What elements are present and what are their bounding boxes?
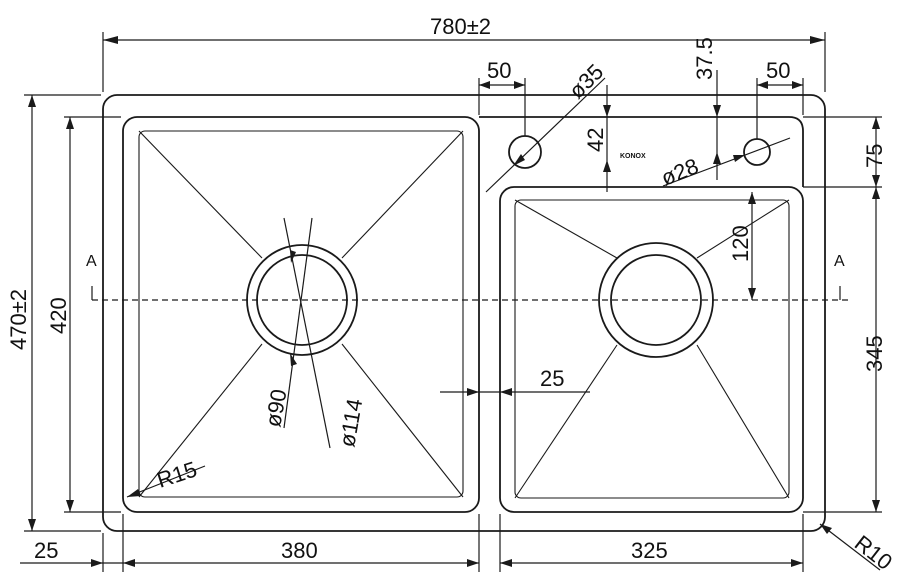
left-bowl-width-label: 380: [281, 538, 318, 563]
tap-hole-right: [743, 138, 771, 166]
drain-outer-label: ø114: [334, 397, 367, 449]
overall-width-label: 780±2: [430, 14, 491, 39]
dim-overall-height: 470±2: [6, 94, 101, 532]
sink-outline: [102, 94, 826, 532]
tap-hole-left: [508, 135, 542, 169]
brand-logo: KONOX: [620, 153, 646, 160]
dim-hole-diameter-small: ø28: [658, 137, 791, 191]
dim-drain-diameters: ø90 ø114: [260, 217, 367, 449]
dim-corner-radius-outer: R10: [819, 523, 897, 575]
dim-right-lower: 345: [803, 187, 887, 513]
section-marker-right: A: [834, 253, 845, 270]
right-drain-offset-label: 120: [728, 225, 753, 262]
hole-diameter-large-label: ø35: [564, 59, 608, 103]
right-bowl-top-label: 75: [862, 144, 887, 168]
section-line: A A: [86, 253, 848, 301]
drain-inner-label: ø90: [260, 387, 291, 429]
hole-offset-left-label: 50: [487, 58, 511, 83]
corner-radius-inner-label: R15: [154, 457, 200, 493]
dim-right-bowl-top: 75: [803, 116, 887, 188]
section-marker-left: A: [86, 253, 97, 270]
inner-height-label: 420: [46, 297, 71, 334]
dim-inner-height: 420: [46, 116, 121, 513]
right-lower-label: 345: [862, 335, 887, 372]
tap-deck: [479, 116, 804, 187]
left-bowl: [122, 116, 480, 513]
hole-offset-top-label: 37.5: [692, 37, 717, 80]
dim-bowl-gap: 25: [440, 366, 590, 396]
right-bowl: [499, 186, 804, 513]
dim-hole-offset-right: 50: [756, 58, 804, 139]
dim-overall-width: 780±2: [102, 14, 826, 92]
dim-bottom: 25 380 325: [20, 514, 804, 572]
hole-height-label: 42: [583, 128, 608, 152]
bowl-gap-label: 25: [540, 366, 564, 391]
dim-hole-offset-top: 37.5: [692, 37, 721, 180]
dim-hole-offset-left: 50: [478, 58, 526, 136]
right-bowl-width-label: 325: [631, 538, 668, 563]
corner-radius-outer-label: R10: [850, 530, 897, 575]
dim-right-drain-offset: 120: [728, 192, 756, 300]
dim-hole-height: 42: [583, 85, 611, 192]
overall-height-label: 470±2: [6, 289, 31, 350]
flange-label: 25: [34, 538, 58, 563]
hole-diameter-small-label: ø28: [658, 153, 703, 190]
brand-text: KONOX: [620, 153, 646, 160]
hole-offset-right-label: 50: [766, 58, 790, 83]
